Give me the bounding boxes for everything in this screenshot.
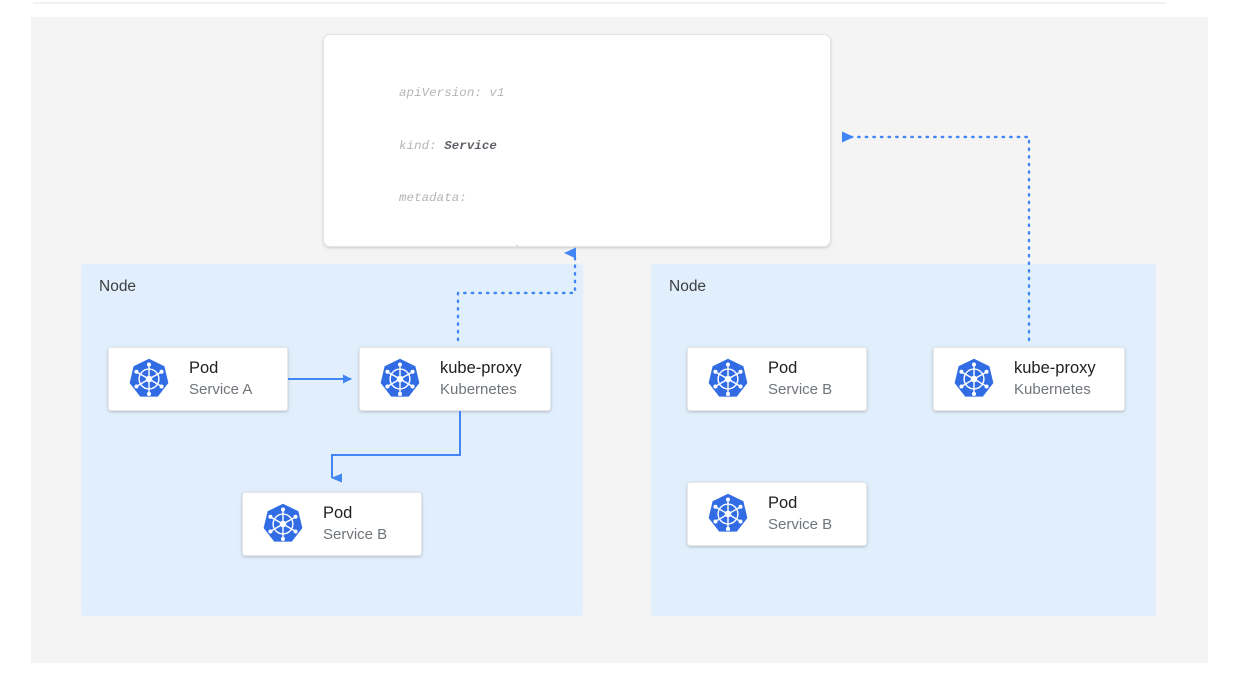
card-text: Pod Service A — [189, 359, 252, 398]
top-divider — [33, 2, 1166, 4]
kubernetes-icon — [263, 503, 303, 542]
node-container-right: Node — [651, 264, 1156, 616]
yaml-line: name: my-service — [399, 243, 708, 247]
kubernetes-icon — [708, 493, 748, 532]
card-subtitle: Kubernetes — [1014, 380, 1091, 398]
card-pod-service-b-right-top[interactable]: Pod Service B — [687, 347, 867, 411]
card-title: kube-proxy — [1014, 359, 1096, 378]
kubernetes-icon — [954, 358, 994, 397]
yaml-bold: Service — [444, 138, 497, 153]
kubernetes-icon — [129, 358, 169, 397]
card-pod-service-b-left[interactable]: Pod Service B — [242, 492, 422, 556]
card-pod-service-a[interactable]: Pod Service A — [108, 347, 288, 411]
card-pod-service-b-right-bottom[interactable]: Pod Service B — [687, 482, 867, 546]
node-label: Node — [99, 278, 137, 295]
node-container-left: Node — [81, 264, 583, 616]
card-title: Pod — [768, 359, 798, 378]
card-title: Pod — [189, 359, 219, 378]
card-text: kube-proxy Kubernetes — [440, 359, 522, 398]
card-title: Pod — [323, 504, 353, 523]
yaml-line: kind: Service — [399, 138, 708, 156]
card-subtitle: Kubernetes — [440, 380, 517, 398]
kubernetes-icon — [708, 358, 748, 397]
yaml-plain: kind: — [399, 138, 445, 153]
yaml-plain: metadata: — [399, 191, 467, 205]
card-title: kube-proxy — [440, 359, 522, 378]
yaml-plain: apiVersion: v1 — [399, 86, 505, 100]
card-text: kube-proxy Kubernetes — [1014, 359, 1096, 398]
service-manifest-card: apiVersion: v1 kind: Service metadata: n… — [323, 34, 831, 247]
card-subtitle: Service B — [323, 525, 388, 543]
service-manifest-yaml: apiVersion: v1 kind: Service metadata: n… — [399, 50, 708, 247]
card-subtitle: Service B — [768, 380, 833, 398]
card-kube-proxy-left[interactable]: kube-proxy Kubernetes — [359, 347, 551, 411]
card-text: Pod Service B — [323, 504, 387, 543]
node-label: Node — [669, 278, 707, 295]
card-kube-proxy-right[interactable]: kube-proxy Kubernetes — [933, 347, 1125, 411]
card-title: Pod — [768, 494, 798, 513]
yaml-line: metadata: — [399, 190, 708, 208]
card-text: Pod Service B — [768, 494, 832, 533]
yaml-line: apiVersion: v1 — [399, 85, 708, 103]
yaml-plain: name: my-service — [399, 244, 535, 247]
card-subtitle: Service A — [189, 380, 253, 398]
card-text: Pod Service B — [768, 359, 832, 398]
kubernetes-icon — [380, 358, 420, 397]
card-subtitle: Service B — [768, 515, 833, 533]
